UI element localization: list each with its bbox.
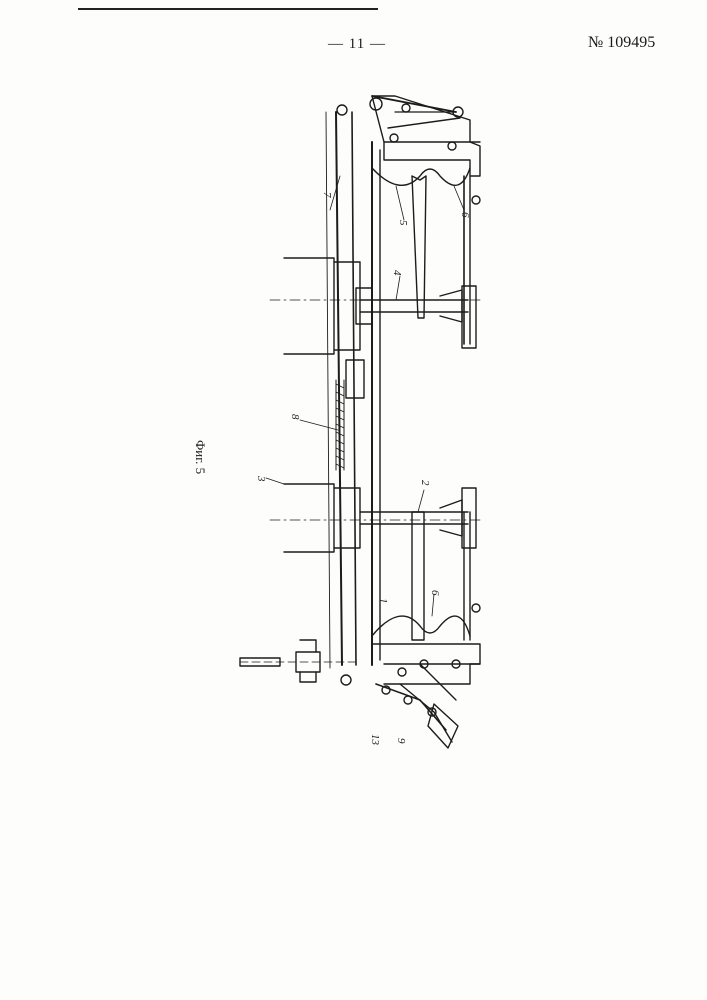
callout-2: 2 [419,480,431,486]
lower-pivot-1 [341,675,351,685]
callout-3: 3 [255,475,267,482]
spindle-4-collar [356,288,372,324]
lower-pivot-2 [398,668,406,676]
lower-housing-lid [334,488,360,548]
callout-6-low: 6 [429,590,441,596]
leader-6-low [432,594,434,616]
leader-2 [418,490,424,512]
lower-pivot-8 [472,604,480,612]
lower-shoe [372,616,470,636]
leader-8 [300,420,338,430]
top-pivot-5 [390,134,398,142]
lower-housing [284,484,334,552]
top-pivot-2 [370,98,382,110]
upper-housing [284,258,334,354]
top-lever-1 [372,96,456,112]
main-frame-beam [336,112,342,665]
callout-8: 8 [289,414,301,420]
leader-4 [396,276,400,300]
callout-13: 13 [369,734,381,746]
leader-3 [266,478,284,484]
leader-6-top [454,186,464,210]
spindle-2-taper [440,500,462,536]
top-fork [412,176,426,318]
figure-caption: Фиг. 5 [192,440,208,474]
top-lever-3 [388,118,460,128]
lower-pivot-6 [404,696,412,704]
spindle-4-taper [440,290,462,322]
callout-9: 9 [395,738,407,744]
leader-5 [396,186,404,220]
callout-7: 7 [321,192,333,198]
lower-lever-1 [376,684,446,730]
top-shoe [372,168,470,185]
top-pivot-6 [448,142,456,150]
callout-5: 5 [397,220,409,226]
frame-beam-inner [352,112,356,665]
callout-4: 4 [391,270,403,276]
top-bracket [372,96,480,176]
screw-nut [346,360,364,398]
top-pivot-3 [402,104,410,112]
top-pivot-1 [337,105,347,115]
section-hub-2 [300,640,316,682]
callout-1: 1 [377,598,389,604]
lower-lever-3 [420,664,456,700]
callout-6-top: 6 [459,212,471,218]
top-pivot-7 [472,196,480,204]
